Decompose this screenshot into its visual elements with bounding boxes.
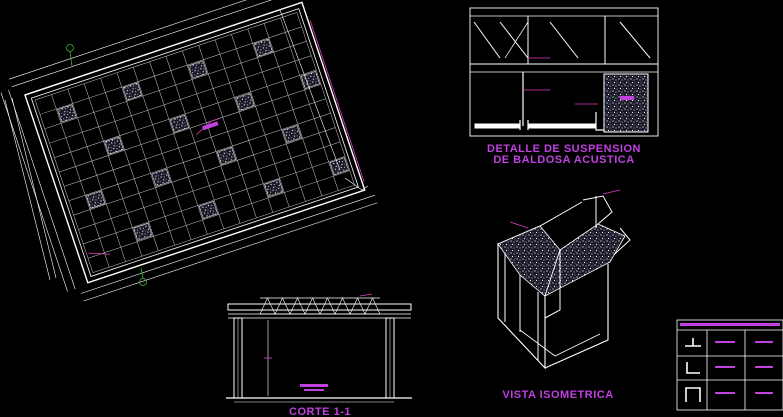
- plan-grid-line-v: [34, 99, 94, 273]
- acoustic-tile-icon: [122, 82, 142, 101]
- isometric-title: VISTA ISOMETRICA: [502, 389, 613, 401]
- acoustic-tile-icon: [198, 201, 218, 219]
- plan-acoustic-tiles: [57, 38, 349, 241]
- plan-grid-line-h: [39, 26, 302, 115]
- plan-grid-line-h: [78, 141, 341, 230]
- section-1-1-view: [226, 293, 412, 403]
- plan-grid-line-h: [49, 55, 312, 144]
- plan-grid-line-h: [87, 170, 350, 259]
- acoustic-tile-icon: [57, 104, 77, 123]
- plan-inner-frame: [30, 8, 359, 277]
- iso-acoustic-panel-right: [544, 223, 626, 297]
- wall-angle-profile-icon: [686, 362, 700, 374]
- detail-ceiling-tile: [474, 123, 521, 129]
- acoustic-tile-icon: [235, 92, 255, 111]
- plan-center-label: [202, 121, 219, 131]
- acoustic-tile-icon: [188, 60, 208, 79]
- acoustic-tile-icon: [104, 136, 124, 155]
- isometric-view: [497, 189, 631, 370]
- channel-profile-icon: [685, 387, 701, 402]
- detail-title-line-2: DE BALDOSA ACUSTICA: [493, 154, 634, 166]
- plan-grid-line-h: [44, 41, 307, 130]
- plan-grid-line-h: [35, 12, 297, 101]
- plan-grid-line-h: [92, 184, 355, 273]
- plan-side-dimensions: [4, 9, 369, 281]
- plan-grid-line-h: [83, 156, 346, 245]
- acoustic-tile-icon: [264, 179, 284, 198]
- plan-ceiling-grid: [34, 12, 355, 273]
- acoustic-tile-icon: [253, 38, 273, 57]
- legend-table: [676, 319, 783, 411]
- plan-dimension-lines: [0, 0, 378, 302]
- grid-axis-bubble-icon: [66, 44, 147, 286]
- plan-grid-line-h: [54, 69, 317, 158]
- plan-outer-frame: [24, 1, 366, 284]
- section-truss-web: [259, 297, 381, 315]
- plan-grid-line-h: [73, 127, 336, 216]
- acoustic-tile-icon: [86, 190, 106, 209]
- acoustic-tile-icon: [300, 70, 320, 89]
- acoustic-tile-icon: [216, 146, 237, 165]
- acoustic-tile-icon: [329, 157, 349, 176]
- plan-grid-line-h: [63, 98, 326, 187]
- acoustic-tile-icon: [133, 222, 153, 241]
- plan-grid-line-h: [68, 112, 331, 201]
- detail-title-line-1: DETALLE DE SUSPENSION: [487, 143, 641, 155]
- main-tee-profile-icon: [685, 338, 701, 347]
- acoustic-tile-icon: [169, 114, 190, 133]
- acoustic-tile-icon: [151, 168, 171, 187]
- acoustic-tile-icon: [282, 125, 302, 144]
- suspension-detail: [469, 7, 659, 137]
- detail-concrete-wall: [603, 73, 649, 133]
- ceiling-plan-view: [0, 0, 378, 302]
- detail-title: DETALLE DE SUSPENSION DE BALDOSA ACUSTIC…: [487, 143, 641, 166]
- section-title: CORTE 1-1: [289, 406, 351, 417]
- plan-grid-line-h: [59, 84, 322, 173]
